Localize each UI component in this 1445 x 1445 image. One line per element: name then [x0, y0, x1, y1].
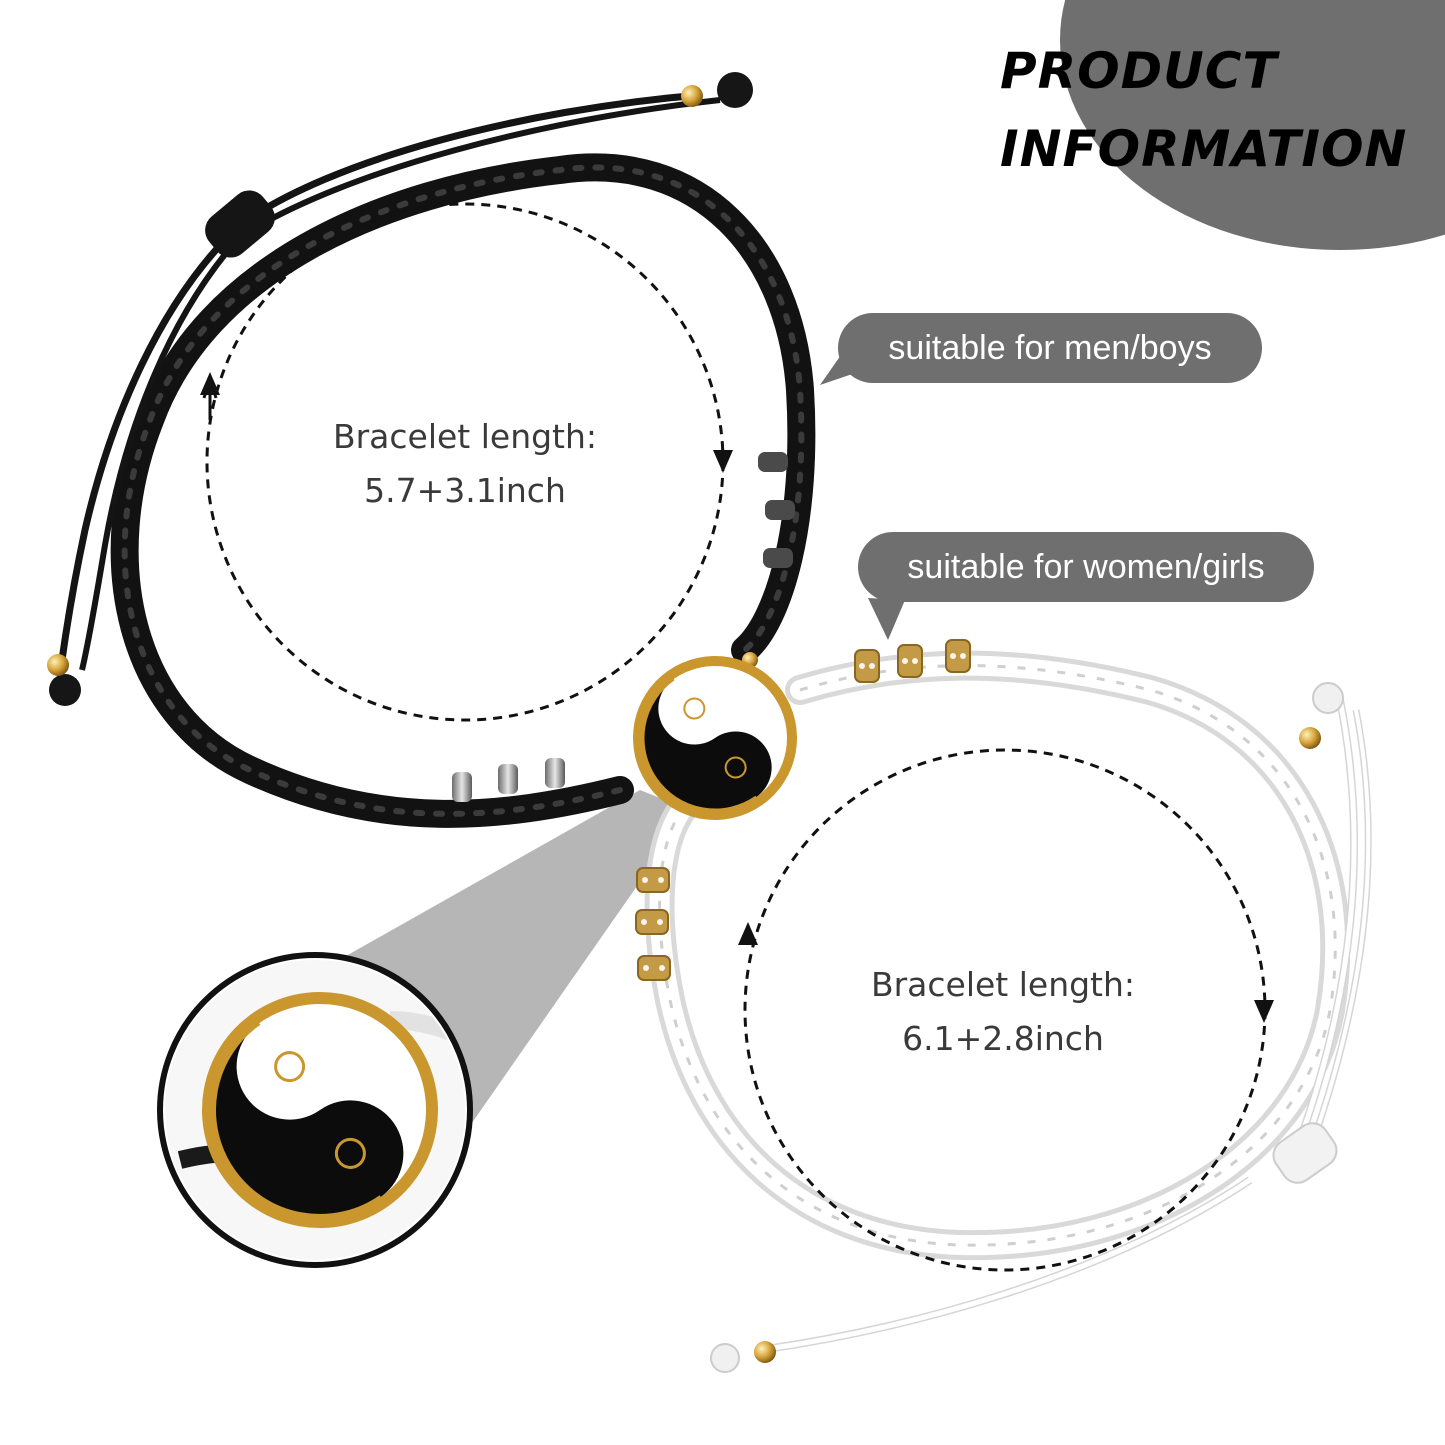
yin-yang-charm [633, 656, 797, 820]
zoom-detail-circle [157, 952, 473, 1268]
black-bracelet-length-label: Bracelet length: [332, 417, 598, 456]
men-suitability-bubble: suitable for men/boys [838, 313, 1262, 383]
black-length-indicator [200, 202, 733, 722]
women-suitability-bubble: suitable for women/girls [858, 532, 1314, 602]
black-bracelet [47, 72, 816, 828]
header-title-line-1: PRODUCT [1000, 42, 1278, 100]
white-bracelet [635, 639, 1372, 1373]
women-bubble-tail [868, 598, 905, 640]
white-bracelet-length-value: 6.1+2.8inch [902, 1019, 1104, 1058]
black-bracelet-length-value: 5.7+3.1inch [364, 471, 566, 510]
white-length-indicator [738, 748, 1274, 1272]
header-title-line-2: INFORMATION [1000, 120, 1408, 178]
white-bracelet-length-label: Bracelet length: [870, 965, 1136, 1004]
